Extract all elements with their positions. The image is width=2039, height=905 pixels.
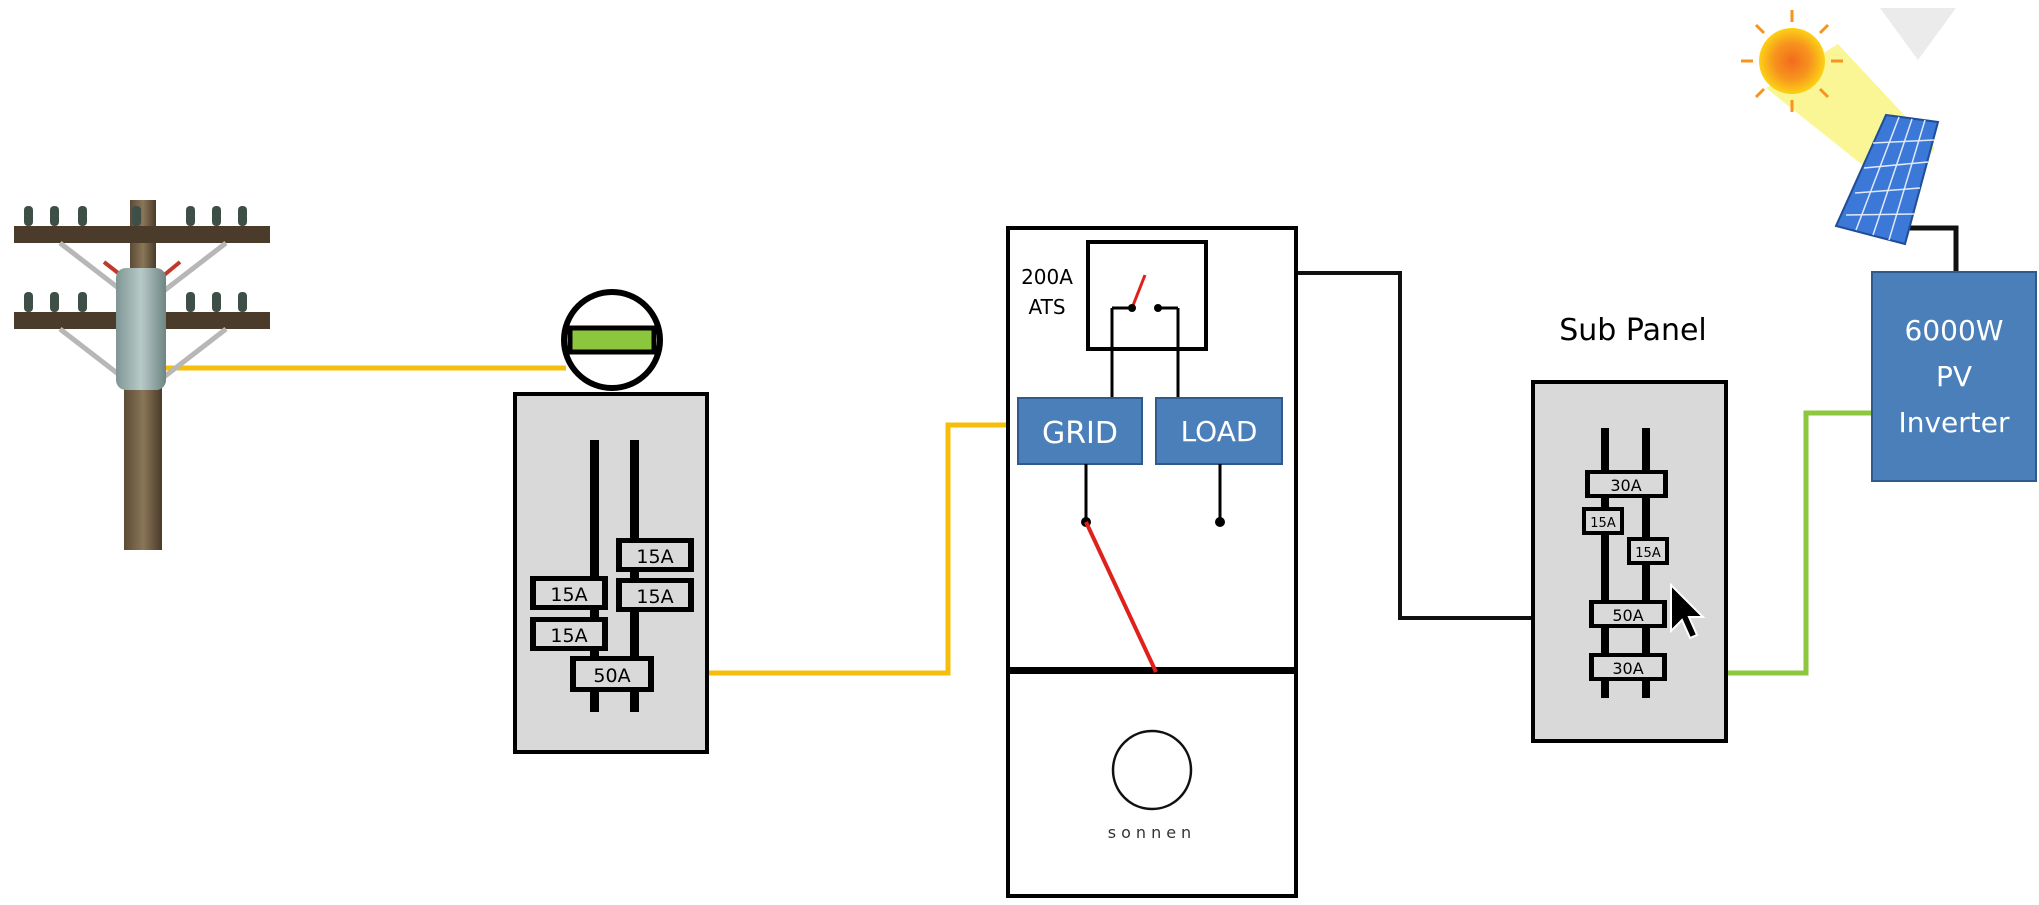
svg-text:15A: 15A: [1590, 516, 1616, 531]
ats-label-line1: 200A: [1021, 265, 1073, 289]
internal-disconnect-switch: [1081, 464, 1225, 673]
svg-text:15A: 15A: [550, 625, 587, 647]
svg-text:Inverter: Inverter: [1898, 406, 2010, 439]
svg-text:GRID: GRID: [1042, 416, 1118, 451]
svg-text:15A: 15A: [636, 586, 673, 608]
ats-label-line2: ATS: [1028, 295, 1065, 319]
breaker-15a-right-top: 15A: [616, 538, 694, 572]
svg-text:30A: 30A: [1612, 659, 1643, 678]
wire-inverter-to-subpanel: [1668, 410, 1872, 676]
svg-text:15A: 15A: [550, 584, 587, 606]
utility-pole-icon: [14, 200, 270, 550]
grid-terminal: GRID: [1017, 397, 1143, 465]
sonnen-unit: 200A ATS GRID LOAD: [1006, 226, 1298, 898]
breaker-50a-main: 50A: [570, 656, 654, 692]
breaker-15a-left-small: 15A: [1582, 507, 1624, 535]
breaker-15a-left-bottom: 15A: [530, 617, 608, 651]
svg-text:sonnen: sonnen: [1108, 823, 1196, 842]
svg-text:6000W: 6000W: [1905, 314, 2004, 347]
load-terminal: LOAD: [1155, 397, 1283, 465]
svg-text:15A: 15A: [636, 546, 673, 568]
electric-meter-icon: [561, 289, 663, 391]
svg-text:PV: PV: [1936, 360, 1972, 393]
svg-text:15A: 15A: [1635, 546, 1661, 561]
breaker-15a-left: 15A: [530, 576, 608, 610]
breaker-50a-sub: 50A: [1589, 600, 1667, 628]
breaker-30a-bottom: 30A: [1589, 653, 1667, 681]
main-breaker-panel: 15A 15A 15A 15A 50A: [513, 392, 709, 754]
wire-solar-to-inverter: [1897, 225, 1959, 272]
sub-panel: 30A 15A 15A 50A 30A: [1531, 380, 1728, 743]
mouse-cursor-icon: [1670, 582, 1706, 640]
solar-panel-with-sun-icon: [1741, 8, 1956, 246]
svg-text:50A: 50A: [593, 665, 630, 687]
svg-text:LOAD: LOAD: [1181, 415, 1258, 448]
ats-switch: [1086, 240, 1208, 398]
pv-inverter: 6000W PV Inverter: [1871, 271, 2037, 482]
svg-text:30A: 30A: [1610, 476, 1641, 495]
breaker-15a-right-small: 15A: [1627, 537, 1669, 565]
breaker-15a-right-bottom: 15A: [616, 578, 694, 612]
svg-text:50A: 50A: [1612, 606, 1643, 625]
sub-panel-title: Sub Panel: [1559, 313, 1707, 348]
sonnen-logo: sonnen: [1108, 729, 1196, 842]
breaker-30a-top: 30A: [1585, 470, 1668, 498]
wire-main-breaker-to-grid: [654, 422, 1018, 676]
